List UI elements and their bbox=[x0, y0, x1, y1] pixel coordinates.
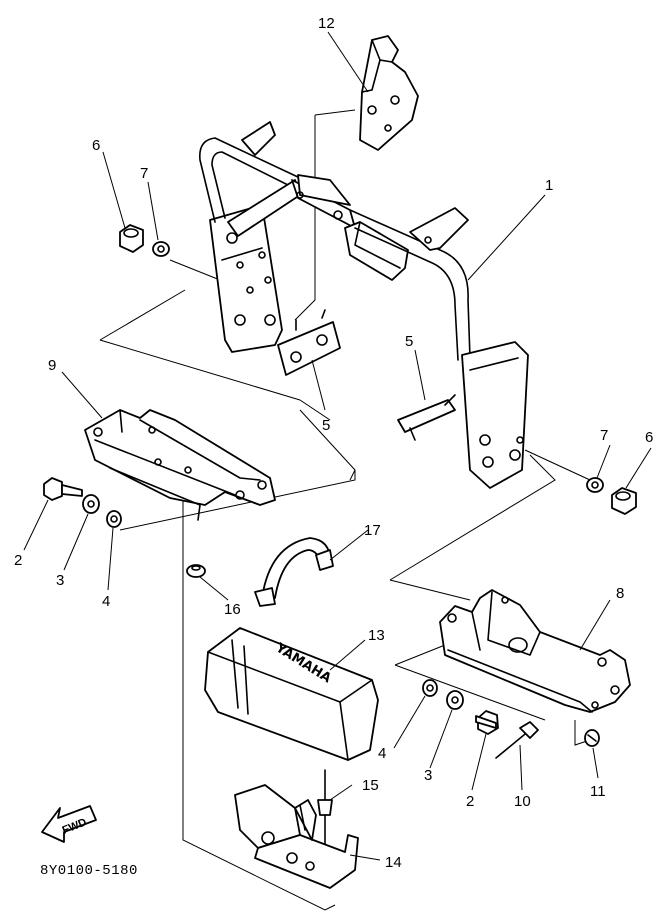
callout-numbers: 12 1 6 7 5 5 9 2 3 4 7 6 17 16 8 13 4 3 … bbox=[14, 15, 653, 871]
callout-6-right: 6 bbox=[645, 429, 653, 446]
part-7-washer-right bbox=[586, 477, 604, 493]
part-1-tube-frame bbox=[198, 121, 529, 489]
callout-4-right: 4 bbox=[378, 745, 386, 762]
callout-15: 15 bbox=[362, 777, 379, 794]
callout-1: 1 bbox=[545, 177, 553, 194]
leader-lines bbox=[23, 31, 652, 861]
part-10-pin bbox=[495, 721, 539, 759]
part-11-clip bbox=[584, 729, 600, 747]
callout-3-right: 3 bbox=[424, 767, 432, 784]
part-5-stud-plate-right bbox=[397, 394, 456, 441]
part-16-grommet bbox=[186, 564, 206, 578]
forward-arrow-icon: FWD bbox=[41, 805, 97, 843]
part-8-base-bracket bbox=[439, 589, 631, 713]
callout-6-left: 6 bbox=[92, 137, 100, 154]
callout-2-right: 2 bbox=[466, 793, 474, 810]
callout-16: 16 bbox=[224, 601, 241, 618]
callout-5-right: 5 bbox=[405, 333, 413, 350]
callout-13: 13 bbox=[368, 627, 385, 644]
assembly-guide-lines bbox=[99, 109, 591, 911]
part-12-bracket bbox=[359, 35, 419, 151]
part-2-bolt-right bbox=[475, 710, 499, 735]
callout-7-right: 7 bbox=[600, 427, 608, 444]
callout-4-left: 4 bbox=[102, 593, 110, 610]
callout-3-left: 3 bbox=[56, 572, 64, 589]
callout-8: 8 bbox=[616, 585, 624, 602]
part-13-battery-case: YAMAHA bbox=[204, 627, 379, 761]
part-4-washer-right bbox=[422, 679, 438, 697]
part-3-washer-left bbox=[82, 494, 100, 514]
callout-7-left: 7 bbox=[140, 165, 148, 182]
callout-10: 10 bbox=[514, 793, 531, 810]
diagram-code: 8Y0100-5180 bbox=[40, 863, 138, 879]
part-2-bolt-left bbox=[43, 477, 83, 501]
part-7-washer-left bbox=[152, 241, 170, 257]
part-9-base-bracket bbox=[84, 409, 276, 521]
part-5-stud-plate-left bbox=[277, 309, 341, 376]
callout-17: 17 bbox=[364, 522, 381, 539]
part-4-washer-left bbox=[106, 510, 122, 528]
part-14-holder bbox=[234, 784, 359, 889]
callout-12: 12 bbox=[318, 15, 335, 32]
callout-11: 11 bbox=[590, 783, 606, 800]
callout-5-left: 5 bbox=[322, 417, 330, 434]
callout-9: 9 bbox=[48, 357, 56, 374]
callout-2-left: 2 bbox=[14, 552, 22, 569]
part-6-nut-right bbox=[611, 487, 637, 515]
part-17-band-strap bbox=[254, 537, 334, 607]
part-3-washer-right bbox=[446, 690, 464, 710]
part-15-rivet bbox=[317, 769, 333, 861]
callout-14: 14 bbox=[385, 854, 402, 871]
part-6-nut-left bbox=[119, 224, 144, 253]
